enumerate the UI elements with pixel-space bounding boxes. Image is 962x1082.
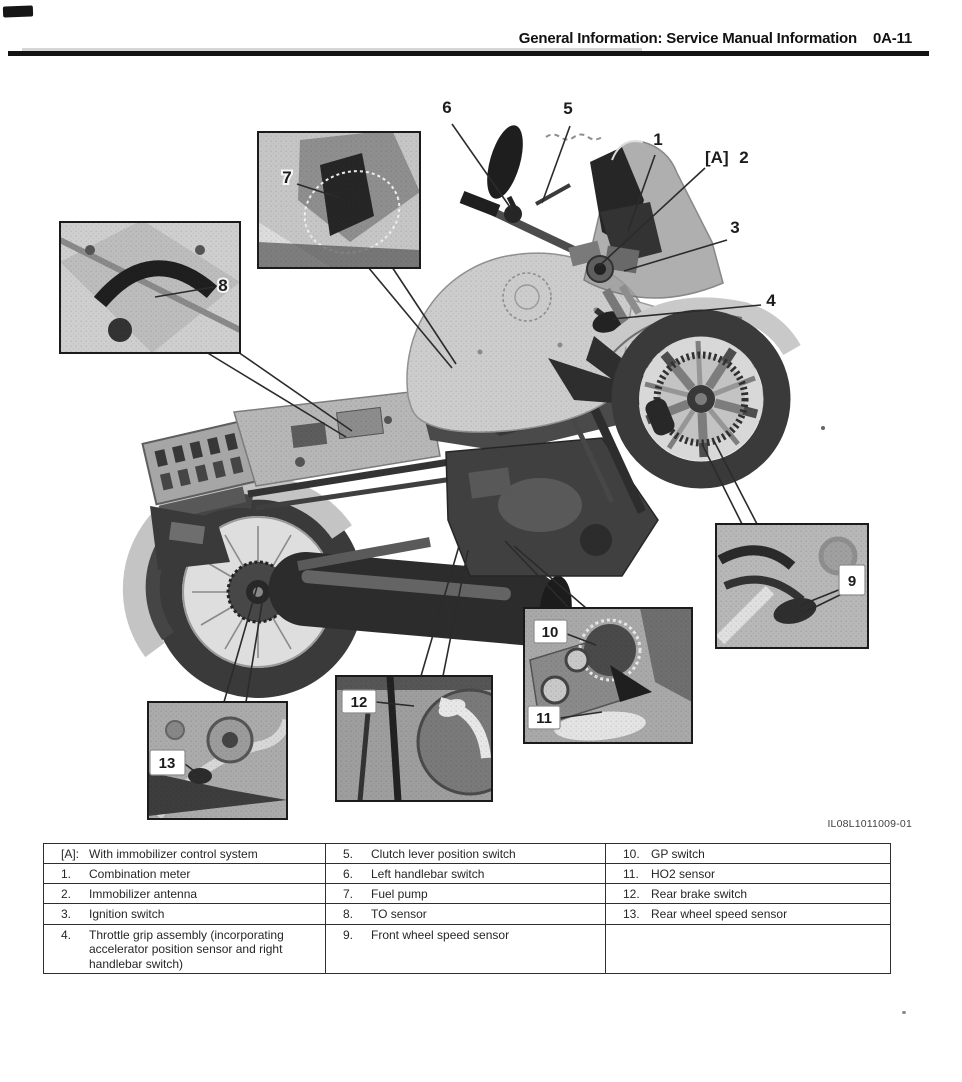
legend-cell: 9.Front wheel speed sensor: [325, 923, 606, 975]
callout-2: 2: [739, 148, 748, 167]
legend-row: 2.Immobilizer antenna 7.Fuel pump 12.Rea…: [43, 883, 891, 905]
callout-10-badge: [533, 619, 568, 644]
callout-13-badge: [149, 749, 186, 776]
legend-cell: 7.Fuel pump: [325, 883, 606, 905]
legend-row: 1.Combination meter 6.Left handlebar swi…: [43, 863, 891, 885]
front-wheel: [611, 309, 791, 489]
inset-photo-fuel-pump: 7: [257, 131, 421, 269]
scan-artifact-bottom-right: [902, 1011, 906, 1014]
callout-4: 4: [766, 291, 776, 310]
legend-row: 4.Throttle grip assembly (incorporating …: [43, 923, 891, 975]
callout-13: 13: [159, 755, 176, 772]
callout-5: 5: [563, 99, 572, 118]
legend-row: [A]:With immobilizer control system 5.Cl…: [43, 842, 891, 865]
under-seat-tray: [233, 389, 441, 487]
legend-cell: 13.Rear wheel speed sensor: [605, 903, 891, 925]
legend-cell: 12.Rear brake switch: [605, 883, 891, 905]
engine: [445, 437, 659, 692]
legend-row: 3.Ignition switch 8.TO sensor 13.Rear wh…: [43, 903, 891, 925]
legend-cell: 1.Combination meter: [43, 863, 326, 885]
headstock-ignition: [568, 240, 640, 283]
callout-12: 12: [351, 694, 368, 711]
reflector: [168, 521, 206, 545]
header-rule: [8, 48, 929, 56]
callout-a-bracket: [A]: [705, 148, 729, 167]
callout-11-badge: [527, 705, 561, 730]
callout-labels: 6 5 1 [A] 2 3 4: [442, 98, 776, 310]
callout-8: 8: [218, 276, 227, 295]
legend-cell: 2.Immobilizer antenna: [43, 883, 326, 905]
page-header: General Information: Service Manual Info…: [519, 30, 912, 47]
callout-7: 7: [282, 168, 291, 187]
inset-photo-rear-speed-sensor: 13: [147, 701, 288, 820]
callout-12-badge: [341, 689, 377, 714]
tank-emblem: [502, 272, 552, 322]
legend-cell: 3.Ignition switch: [43, 903, 326, 925]
inset-photo-gp-ho2: 10 11: [523, 607, 693, 744]
callout-9-badge: [838, 564, 866, 596]
scan-dot: [821, 426, 825, 430]
legend-cell: [605, 923, 891, 975]
legend-cell: 11.HO2 sensor: [605, 863, 891, 885]
figure-code: IL08L1011009-01: [827, 818, 912, 830]
inset-photo-to-sensor: 8: [59, 221, 241, 354]
leader-lines: [205, 123, 762, 703]
callout-10: 10: [542, 624, 559, 641]
page-title: General Information: Service Manual Info…: [518, 30, 857, 47]
callout-6: 6: [442, 98, 451, 117]
callout-1: 1: [653, 130, 662, 149]
callout-9: 9: [848, 573, 856, 590]
swingarm: [297, 537, 431, 571]
page-number: 0A-11: [872, 30, 912, 47]
figure-diagram: 7 8: [59, 98, 869, 820]
inset-photo-rear-brake-switch: 12: [335, 675, 493, 802]
legend-cell: 5.Clutch lever position switch: [325, 842, 606, 865]
scan-squiggle: [545, 133, 603, 141]
legend-cell: 6.Left handlebar switch: [325, 863, 606, 885]
legend-cell: 8.TO sensor: [325, 903, 606, 925]
inset-photo-front-speed-sensor: 9: [715, 523, 869, 649]
legend-table: [A]:With immobilizer control system 5.Cl…: [43, 842, 891, 975]
legend-cell: 4.Throttle grip assembly (incorporating …: [43, 923, 326, 975]
callout-11: 11: [536, 710, 552, 727]
motorcycle-photo: [122, 125, 825, 698]
callout-3: 3: [730, 218, 739, 237]
legend-cell: [A]:With immobilizer control system: [43, 842, 326, 865]
legend-cell: 10.GP switch: [605, 842, 891, 865]
